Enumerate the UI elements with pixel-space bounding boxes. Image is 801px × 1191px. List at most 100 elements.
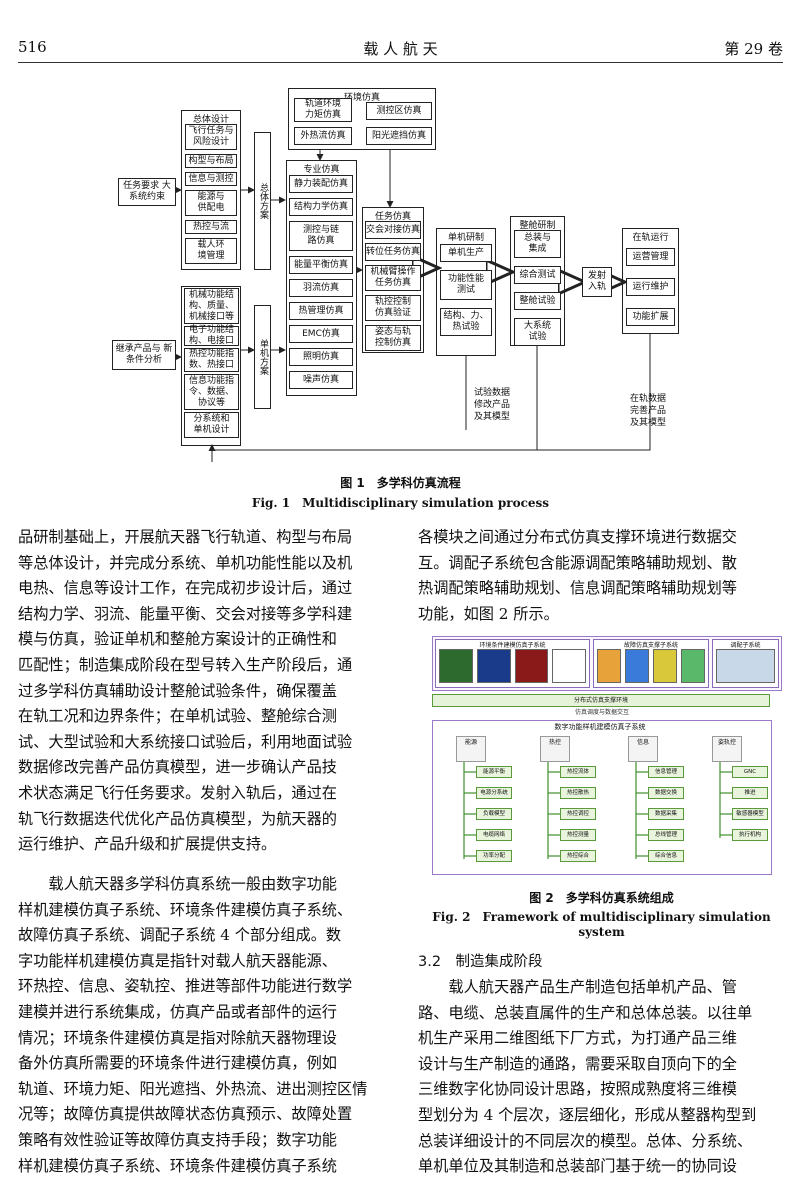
env-item-box: 阳光遮挡仿真	[366, 127, 432, 145]
fig2-item-box: 电缆网络	[476, 829, 512, 841]
flow-item-box: 运营管理	[626, 248, 675, 266]
fig2-item-box: 数据采集	[648, 808, 684, 820]
environment-sim-title: 环境仿真	[343, 93, 380, 103]
flow-item-box: 轨控控制 仿真验证	[365, 295, 421, 321]
fig2-item-box: 负载模型	[476, 808, 512, 820]
text-line: 备外仿真所需要的环境条件进行建模仿真，例如	[18, 1054, 337, 1073]
flow-item-box: 整舱试验	[514, 292, 561, 310]
flow-item-box: 构型与布局	[185, 154, 237, 168]
text-line: 字功能样机建模仿真是指针对载人航天器能源、	[18, 951, 337, 970]
input-engineering-analysis: 继承产品与 新条件分析	[112, 340, 176, 370]
text-line: 环热控、信息、姿轨控、推进等部件功能进行数学	[18, 977, 353, 996]
orbit-operations-title: 在轨运行	[632, 233, 669, 243]
flow-item-box: 飞行任务与 风险设计	[185, 124, 237, 150]
fig2-item-box: 热控流体	[560, 766, 596, 778]
flow-item-box: 载人环 境管理	[185, 238, 237, 264]
fig2-column-head: 姿轨控	[712, 736, 742, 762]
text-line: 样机建模仿真子系统、环境条件建模仿真子系统	[18, 1156, 337, 1175]
fig2-screenshot-thumbnail	[681, 649, 705, 683]
fig2-item-box: 敏感器模型	[732, 808, 768, 820]
flow-item-box: 羽流仿真	[289, 279, 353, 297]
fig2-item-box: 热控散热	[560, 787, 596, 799]
text-line: 型划分为 4 个层次，逐层细化，形成从整器构型到	[418, 1105, 757, 1124]
fig2-item-box: GNC	[732, 766, 768, 778]
text-line: 等总体设计，并完成分系统、单机功能性能以及机	[18, 553, 353, 572]
input-task-requirements: 任务要求 大系统约束	[118, 178, 176, 206]
flow-item-box: 功能性能 测试	[440, 270, 492, 300]
flow-item-box: 信息功能指 令、数据、 协议等	[184, 374, 239, 410]
left-paragraph-2: 载人航天器多学科仿真系统一般由数字功能样机建模仿真子系统、环境条件建模仿真子系统…	[18, 872, 385, 1179]
fig2-screenshot-thumbnail	[597, 649, 621, 683]
fig2-item-box: 热控测量	[560, 829, 596, 841]
unit-development-title: 单机研制	[447, 233, 484, 243]
overall-scheme-bar: 总体方案	[254, 132, 271, 270]
fig2-item-box: 综合信息	[648, 850, 684, 862]
environment-sim-group: 环境仿真	[288, 88, 436, 150]
fig2-distributed-subtitle: 仿真调度与数据交互	[574, 709, 629, 716]
flow-item-box: 热控与流	[185, 220, 237, 234]
text-line: 电热、信息等设计工作，在完成初步设计后，通过	[18, 579, 353, 598]
fig2-item-box: 总线管理	[648, 829, 684, 841]
text-line: 数据修改完善产品仿真模型，进一步确认产品技	[18, 758, 337, 777]
text-line: 三维数字化协同设计思路，按照成熟度将三维模	[418, 1080, 737, 1099]
fig2-screenshot-thumbnail	[439, 649, 473, 683]
fig2-screenshot-thumbnail	[716, 649, 775, 683]
flow-item-box: 转位任务仿真	[365, 243, 421, 261]
left-paragraph-1: 品研制基础上，开展航天器飞行轨道、构型与布局等总体设计，并完成分系统、单机功能性…	[18, 525, 385, 858]
fig2-screenshot-thumbnail	[653, 649, 677, 683]
right-paragraph-top: 各模块之间通过分布式仿真支撑环境进行数据交互。调配子系统包含能源调配策略辅助规划…	[418, 525, 785, 627]
flow-item-box: 机械功能结 构、质量、 机械接口等	[184, 288, 239, 324]
flow-item-box: 照明仿真	[289, 348, 353, 366]
text-line: 单机单位及其制造和总装部门基于统一的协同设	[418, 1157, 737, 1176]
orbit-data-note: 在轨数据 完善产品 及其模型	[630, 394, 667, 428]
fig2-column-label: 能源	[464, 739, 477, 746]
text-line: 轨道、环境力矩、阳光遮挡、外热流、进出测控区情	[18, 1079, 368, 1098]
fig2-item-box: 功率分配	[476, 850, 512, 862]
env-item-box: 轨道环境 力矩仿真	[294, 98, 352, 122]
figure-1-caption-cn: 图 1 多学科仿真流程	[340, 476, 461, 490]
flow-item-box: 综合测试	[514, 266, 561, 284]
flow-item-box: 热管理仿真	[289, 302, 353, 320]
ship-development-title: 整舱研制	[519, 221, 556, 231]
env-item-box: 外热流仿真	[294, 127, 352, 145]
flow-item-box: 测控与链 路仿真	[289, 221, 353, 251]
text-line: 轨飞行数据迭代优化产品仿真模型，为航天器的	[18, 809, 337, 828]
flow-item-box: 信息与测控	[185, 172, 237, 186]
text-line: 结构力学、羽流、能量平衡、交会对接等多学科建	[18, 604, 353, 623]
fig2-item-box: 电源分系统	[476, 787, 512, 799]
overall-design-title: 总体设计	[192, 115, 229, 125]
fig2-column-head: 能源	[456, 736, 486, 762]
fig2-item-box: 数据交换	[648, 787, 684, 799]
launch-box: 发射 入轨	[582, 267, 612, 297]
fig2-screenshot-thumbnail	[476, 649, 511, 683]
single-unit-scheme-bar: 单机方案	[254, 305, 271, 409]
right-paragraph-bottom: 载人航天器产品生产制造包括单机产品、管路、电缆、总装直属件的生产和总体总装。以往…	[418, 975, 785, 1180]
text-line: 过多学科仿真辅助设计整舱试验条件，确保覆盖	[18, 681, 337, 700]
text-line: 品研制基础上，开展航天器飞行轨道、构型与布局	[18, 528, 353, 546]
fig2-item-box: 能源平衡	[476, 766, 512, 778]
flow-item-box: 能源与 供配电	[185, 190, 237, 216]
text-line: 运行维护、产品升级和扩展提供支持。	[18, 835, 277, 854]
text-line: 模与仿真，验证单机和整舱方案设计的正确性和	[18, 630, 337, 649]
text-line: 样机建模仿真子系统、环境条件建模仿真子系统、	[18, 900, 353, 919]
text-line: 试、大型试验和大系统接口试验后，利用地面试验	[18, 732, 353, 751]
task-sim-title: 任务仿真	[374, 212, 411, 222]
fig2-item-box: 热控调控	[560, 808, 596, 820]
text-line: 路、电缆、总装直属件的生产和总体总装。以往单	[418, 1003, 753, 1022]
text-line: 载人航天器产品生产制造包括单机产品、管	[418, 978, 737, 996]
professional-sim-title: 专业仿真	[303, 165, 340, 175]
text-line: 术状态满足飞行任务要求。发射入轨后，通过在	[18, 783, 337, 802]
figure-1-caption-en: Fig. 1 Multidisciplinary simulation proc…	[251, 496, 550, 510]
flow-item-box: 噪声仿真	[289, 371, 353, 389]
test-data-note: 试验数据 修改产品 及其模型	[474, 388, 511, 422]
figure-2-caption-cn: 图 2 多学科仿真系统组成	[529, 891, 674, 905]
flow-item-box: 热控功能指 数、热接口	[184, 348, 239, 372]
flow-item-box: 结构、力、 热试验	[440, 308, 492, 336]
text-line: 各模块之间通过分布式仿真支撑环境进行数据交	[418, 528, 737, 546]
text-line: 情况；环境条件建模仿真是指对除航天器物理设	[18, 1028, 337, 1047]
text-line: 功能，如图 2 所示。	[418, 604, 559, 623]
figure-2-caption-en: Fig. 2 Framework of multidisciplinary si…	[432, 910, 771, 939]
flow-item-box: 大系统 试验	[514, 318, 561, 346]
flow-item-box: 能量平衡仿真	[289, 256, 353, 274]
overall-design-group: 总体设计	[181, 110, 241, 270]
